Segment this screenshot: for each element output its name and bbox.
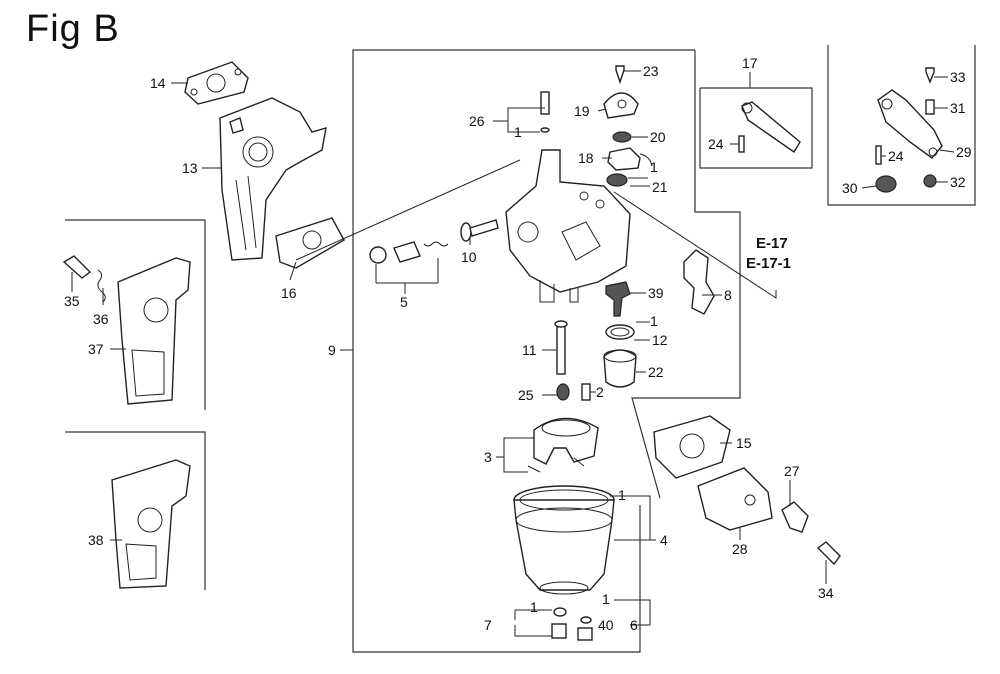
washer-part-30	[875, 175, 897, 193]
valve-part-2	[581, 383, 591, 401]
carburetor-group-frame-right	[631, 50, 741, 499]
valve-part-18	[607, 147, 653, 171]
callout-1d: 1	[618, 487, 626, 503]
screw-part-39	[605, 281, 631, 317]
gasket-part-14	[184, 61, 249, 105]
callout-22: 22	[648, 364, 664, 380]
nut-part-32	[923, 174, 937, 188]
spring-part-31	[925, 99, 935, 115]
callout-36: 36	[93, 311, 109, 327]
callout-16: 16	[281, 285, 297, 301]
lever-part-8	[683, 249, 715, 315]
callout-14: 14	[150, 75, 166, 91]
callout-34: 34	[818, 585, 834, 601]
needle-part-11	[554, 320, 568, 375]
callout-10: 10	[461, 249, 477, 265]
lever-part-29	[877, 89, 943, 159]
callout-18: 18	[578, 150, 594, 166]
spring-part-25	[556, 383, 570, 401]
screw-part-26	[540, 91, 550, 133]
callout-26: 26	[469, 113, 485, 129]
callout-6: 6	[630, 617, 638, 633]
callout-12: 12	[652, 332, 668, 348]
callout-20: 20	[650, 129, 666, 145]
gasket-part-15	[653, 415, 731, 479]
callout-13: 13	[182, 160, 198, 176]
bracket-part-37	[117, 257, 191, 405]
choke-lever-frame	[699, 87, 813, 169]
clip-part-27	[781, 501, 809, 533]
callout-24a: 24	[708, 136, 724, 152]
callout-1b: 1	[650, 159, 658, 175]
callout-3: 3	[484, 449, 492, 465]
callout-1c: 1	[650, 313, 658, 329]
pin-part-24b	[875, 145, 882, 165]
callout-31: 31	[950, 100, 966, 116]
callout-35: 35	[64, 293, 80, 309]
callout-labels: 14 13 16 35 36 37 38 9 5 10 26 1 19 23 2…	[64, 55, 972, 633]
seal-part-20	[612, 131, 632, 143]
screw-part-10	[460, 219, 499, 242]
callout-21: 21	[652, 179, 668, 195]
callout-9: 9	[328, 342, 336, 358]
callout-27: 27	[784, 463, 800, 479]
callout-7: 7	[484, 617, 492, 633]
callout-39: 39	[648, 285, 664, 301]
callout-38: 38	[88, 532, 104, 548]
screw-part-35	[62, 255, 92, 279]
cap-part-22	[603, 349, 637, 388]
callout-40: 40	[598, 617, 614, 633]
callout-1e: 1	[530, 599, 538, 615]
screw-part-33	[925, 67, 935, 84]
throttle-lever-frame	[827, 45, 976, 206]
callout-24b: 24	[888, 148, 904, 164]
callout-11: 11	[522, 342, 537, 358]
bracket-part-38	[111, 459, 191, 589]
leader-lines	[71, 70, 955, 637]
jet-part-5	[369, 241, 449, 264]
callout-33: 33	[950, 69, 966, 85]
callout-4: 4	[660, 532, 668, 548]
callout-2: 2	[596, 384, 604, 400]
callout-23: 23	[643, 63, 659, 79]
carburetor-body-part-9	[505, 149, 631, 303]
bracket-37-frame	[65, 219, 206, 410]
bolt-part-40	[577, 616, 593, 641]
callout-29: 29	[956, 144, 972, 160]
spring-part-36	[97, 269, 106, 303]
bolt-part-7	[551, 607, 567, 639]
float-bowl-part-4	[513, 485, 615, 595]
reference-e17-1: E-17-1	[746, 255, 791, 272]
callout-5: 5	[400, 294, 408, 310]
plate-part-19	[603, 92, 639, 119]
insulator-part-13	[219, 97, 327, 261]
oring-part-12	[605, 324, 635, 340]
bracket-38-frame	[65, 431, 206, 590]
callout-28: 28	[732, 541, 748, 557]
seal-part-21	[606, 173, 628, 187]
callout-17: 17	[742, 55, 758, 71]
figure-title: Fig B	[26, 8, 120, 50]
reference-e17: E-17	[756, 235, 788, 252]
bolt-part-34	[816, 541, 841, 566]
pin-part-24	[738, 135, 745, 153]
float-part-3	[527, 417, 599, 473]
bracket-part-28	[697, 467, 773, 531]
callout-1f: 1	[602, 591, 610, 607]
callout-30: 30	[842, 180, 858, 196]
gasket-part-16	[275, 217, 345, 269]
callout-8: 8	[724, 287, 732, 303]
carburetor-group-frame	[352, 49, 695, 653]
callout-1a: 1	[514, 124, 522, 140]
callout-19: 19	[574, 103, 590, 119]
callout-32: 32	[950, 174, 966, 190]
callout-37: 37	[88, 341, 104, 357]
screw-part-23	[615, 65, 625, 85]
choke-lever-part-17	[741, 101, 801, 154]
callout-25: 25	[518, 387, 534, 403]
callout-15: 15	[736, 435, 752, 451]
